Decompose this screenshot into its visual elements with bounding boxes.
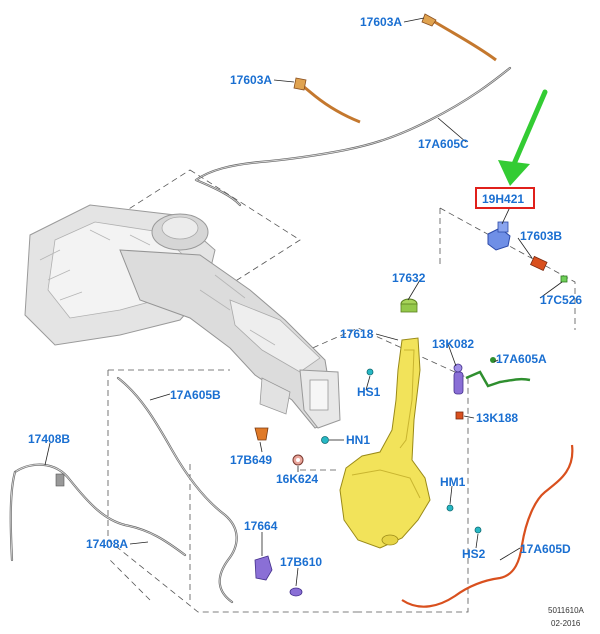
label-hn1: HN1 <box>346 433 370 447</box>
label-17a605a: 17A605A <box>496 352 547 366</box>
highlight-box <box>475 187 535 209</box>
label-17a605d: 17A605D <box>520 542 571 556</box>
reference-code: 5011610A <box>548 606 585 615</box>
label-hs1: HS1 <box>357 385 381 399</box>
label-13k082: 13K082 <box>432 337 474 351</box>
label-17408b: 17408B <box>28 432 70 446</box>
label-17c526: 17C526 <box>540 293 582 307</box>
reference-date: 02-2016 <box>551 619 581 628</box>
label-17408a: 17408A <box>86 537 128 551</box>
leader-lines <box>44 17 563 587</box>
label-17603a-top: 17603A <box>360 15 402 29</box>
washer-components <box>254 13 574 608</box>
reference-footer: 5011610A 02-2016 <box>548 606 585 628</box>
label-17632: 17632 <box>392 271 426 285</box>
part-labels: 17603A 17603A 17A605C 19H421 17603B 17C5… <box>28 15 582 569</box>
label-17603a-mid: 17603A <box>230 73 272 87</box>
label-17b610: 17B610 <box>280 555 322 569</box>
washer-hoses <box>9 66 512 604</box>
highlight-arrow <box>498 89 548 186</box>
label-hs2: HS2 <box>462 547 486 561</box>
label-17603b: 17603B <box>520 229 562 243</box>
label-17a605b: 17A605B <box>170 388 221 402</box>
vehicle-body-structure <box>24 204 341 429</box>
label-hm1: HM1 <box>440 475 466 489</box>
label-13k188: 13K188 <box>476 411 518 425</box>
label-17a605c: 17A605C <box>418 137 469 151</box>
label-16k624: 16K624 <box>276 472 318 486</box>
label-17618: 17618 <box>340 327 374 341</box>
label-17664: 17664 <box>244 519 278 533</box>
label-19h421: 19H421 <box>482 192 524 206</box>
label-17b649: 17B649 <box>230 453 272 467</box>
